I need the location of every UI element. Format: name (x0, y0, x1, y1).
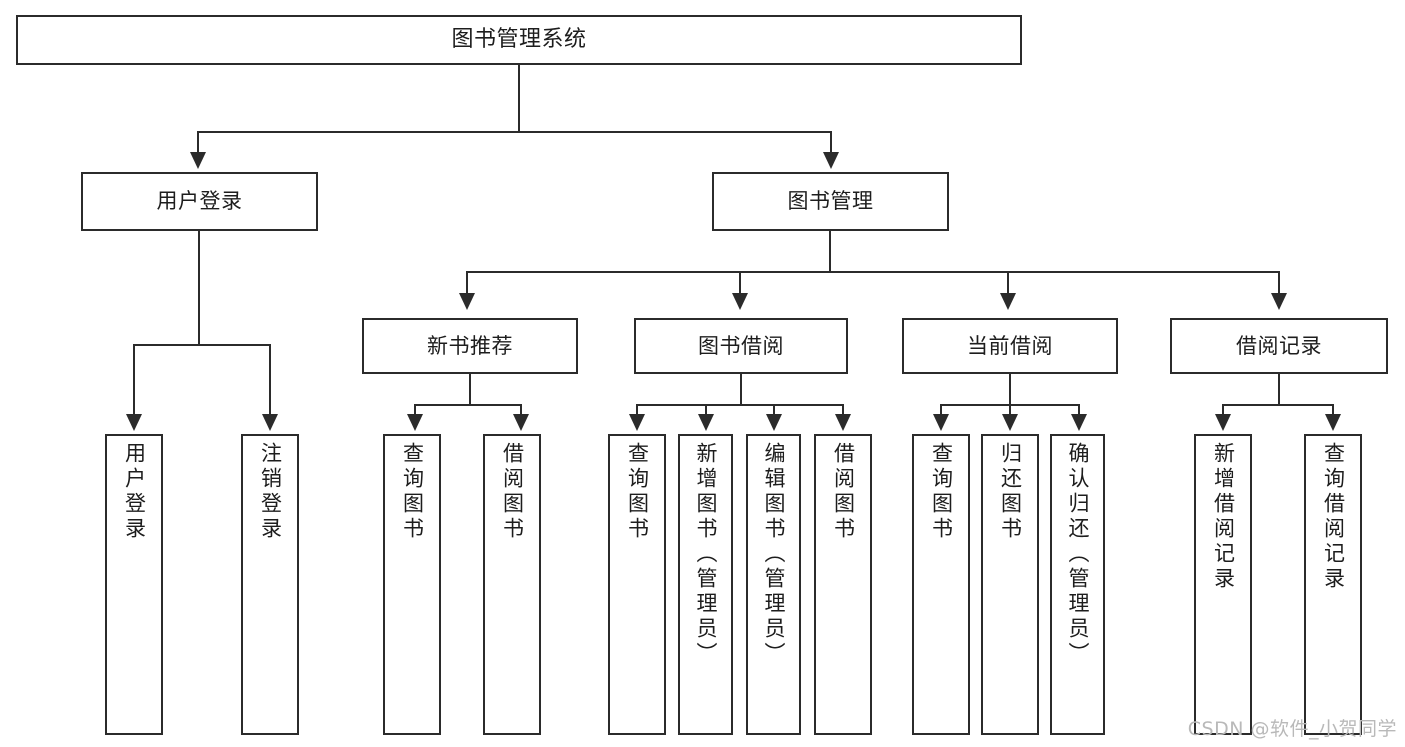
arrow-to-leaf-logout (262, 414, 278, 431)
arrow-new-book-leaf-1 (407, 414, 423, 431)
connector-borrow-record-drop-1 (1222, 404, 1225, 417)
leaf-logout[interactable]: 注销登录 (241, 434, 299, 735)
arrow-to-current-borrow (1000, 293, 1016, 310)
connector-book-borrow-drop-2 (705, 404, 708, 417)
connector-user-login-stem (198, 231, 201, 346)
node-book-management[interactable]: 图书管理 (712, 172, 949, 231)
node-user-login[interactable]: 用户登录 (81, 172, 318, 231)
node-book-borrow[interactable]: 图书借阅 (634, 318, 848, 374)
node-label: 查询图书 (625, 442, 650, 542)
connector-root-stem (518, 65, 521, 133)
arrow-borrow-record-leaf-1 (1215, 414, 1231, 431)
node-label: 用户登录 (156, 189, 243, 214)
node-label: 确认归还（管理员） (1066, 442, 1090, 667)
arrow-current-borrow-leaf-2 (1002, 414, 1018, 431)
connector-root-bus (197, 131, 832, 134)
node-label: 图书管理系统 (451, 27, 587, 53)
connector-book-mgmt-drop-4 (1278, 271, 1281, 295)
connector-current-borrow-stem (1009, 374, 1012, 406)
arrow-book-borrow-leaf-2 (698, 414, 714, 431)
leaf-query-book-current[interactable]: 查询图书 (912, 434, 970, 735)
leaf-user-login[interactable]: 用户登录 (105, 434, 163, 735)
arrow-book-borrow-leaf-4 (835, 414, 851, 431)
arrow-to-borrow-book (732, 293, 748, 310)
node-label: 新增借阅记录 (1211, 442, 1236, 592)
leaf-query-book-borrow[interactable]: 查询图书 (608, 434, 666, 735)
connector-borrow-record-stem (1278, 374, 1281, 406)
arrow-current-borrow-leaf-3 (1071, 414, 1087, 431)
node-label: 新增图书（管理员） (694, 442, 718, 667)
connector-new-book-drop-2 (520, 404, 523, 417)
connector-book-borrow-drop-3 (773, 404, 776, 417)
leaf-borrow-book-new[interactable]: 借阅图书 (483, 434, 541, 735)
node-label: 新书推荐 (427, 333, 513, 358)
connector-book-mgmt-stem (829, 231, 832, 273)
connector-book-mgmt-drop-3 (1007, 271, 1010, 295)
arrow-book-borrow-leaf-1 (629, 414, 645, 431)
node-label: 查询图书 (929, 442, 954, 542)
leaf-query-borrow-record[interactable]: 查询借阅记录 (1304, 434, 1362, 735)
connector-user-login-bus (133, 344, 270, 347)
node-new-book-recommend[interactable]: 新书推荐 (362, 318, 578, 374)
node-label: 借阅图书 (500, 442, 525, 542)
connector-book-borrow-stem (740, 374, 743, 406)
connector-root-to-user-login (197, 131, 200, 154)
connector-new-book-bus (414, 404, 522, 407)
leaf-borrow-book[interactable]: 借阅图书 (814, 434, 872, 735)
arrow-borrow-record-leaf-2 (1325, 414, 1341, 431)
arrow-to-borrow-record (1271, 293, 1287, 310)
node-label: 图书借阅 (698, 333, 784, 358)
connector-new-book-stem (469, 374, 472, 406)
arrow-to-leaf-user-login (126, 414, 142, 431)
connector-book-mgmt-bus (466, 271, 1280, 274)
node-label: 查询借阅记录 (1321, 442, 1346, 592)
node-label: 编辑图书（管理员） (762, 442, 786, 667)
connector-new-book-drop-1 (414, 404, 417, 417)
leaf-confirm-return-admin[interactable]: 确认归还（管理员） (1050, 434, 1105, 735)
node-root-system[interactable]: 图书管理系统 (16, 15, 1022, 65)
leaf-return-book[interactable]: 归还图书 (981, 434, 1039, 735)
node-label: 当前借阅 (967, 333, 1053, 358)
connector-user-login-drop-1 (133, 344, 136, 417)
node-label: 注销登录 (258, 442, 283, 542)
arrow-new-book-leaf-2 (513, 414, 529, 431)
node-borrow-record[interactable]: 借阅记录 (1170, 318, 1388, 374)
connector-root-to-book-mgmt (830, 131, 833, 154)
leaf-add-borrow-record[interactable]: 新增借阅记录 (1194, 434, 1252, 735)
leaf-add-book-admin[interactable]: 新增图书（管理员） (678, 434, 733, 735)
node-label: 用户登录 (122, 442, 147, 542)
node-label: 图书管理 (787, 189, 874, 214)
connector-current-borrow-drop-1 (940, 404, 943, 417)
connector-borrow-record-bus (1222, 404, 1334, 407)
node-label: 借阅图书 (831, 442, 856, 542)
connector-book-borrow-bus (636, 404, 844, 407)
node-current-borrow[interactable]: 当前借阅 (902, 318, 1118, 374)
node-label: 查询图书 (400, 442, 425, 542)
connector-current-borrow-drop-2 (1009, 404, 1012, 417)
connector-book-mgmt-drop-1 (466, 271, 469, 295)
connector-current-borrow-drop-3 (1078, 404, 1081, 417)
arrow-to-new-book (459, 293, 475, 310)
arrow-current-borrow-leaf-1 (933, 414, 949, 431)
connector-book-borrow-drop-4 (842, 404, 845, 417)
connector-book-borrow-drop-1 (636, 404, 639, 417)
connector-borrow-record-drop-2 (1332, 404, 1335, 417)
arrow-root-to-user-login (190, 152, 206, 169)
arrow-book-borrow-leaf-3 (766, 414, 782, 431)
leaf-query-book-new[interactable]: 查询图书 (383, 434, 441, 735)
connector-book-mgmt-drop-2 (739, 271, 742, 295)
connector-user-login-drop-2 (269, 344, 272, 417)
leaf-edit-book-admin[interactable]: 编辑图书（管理员） (746, 434, 801, 735)
arrow-root-to-book-mgmt (823, 152, 839, 169)
node-label: 归还图书 (998, 442, 1023, 542)
node-label: 借阅记录 (1236, 333, 1322, 358)
